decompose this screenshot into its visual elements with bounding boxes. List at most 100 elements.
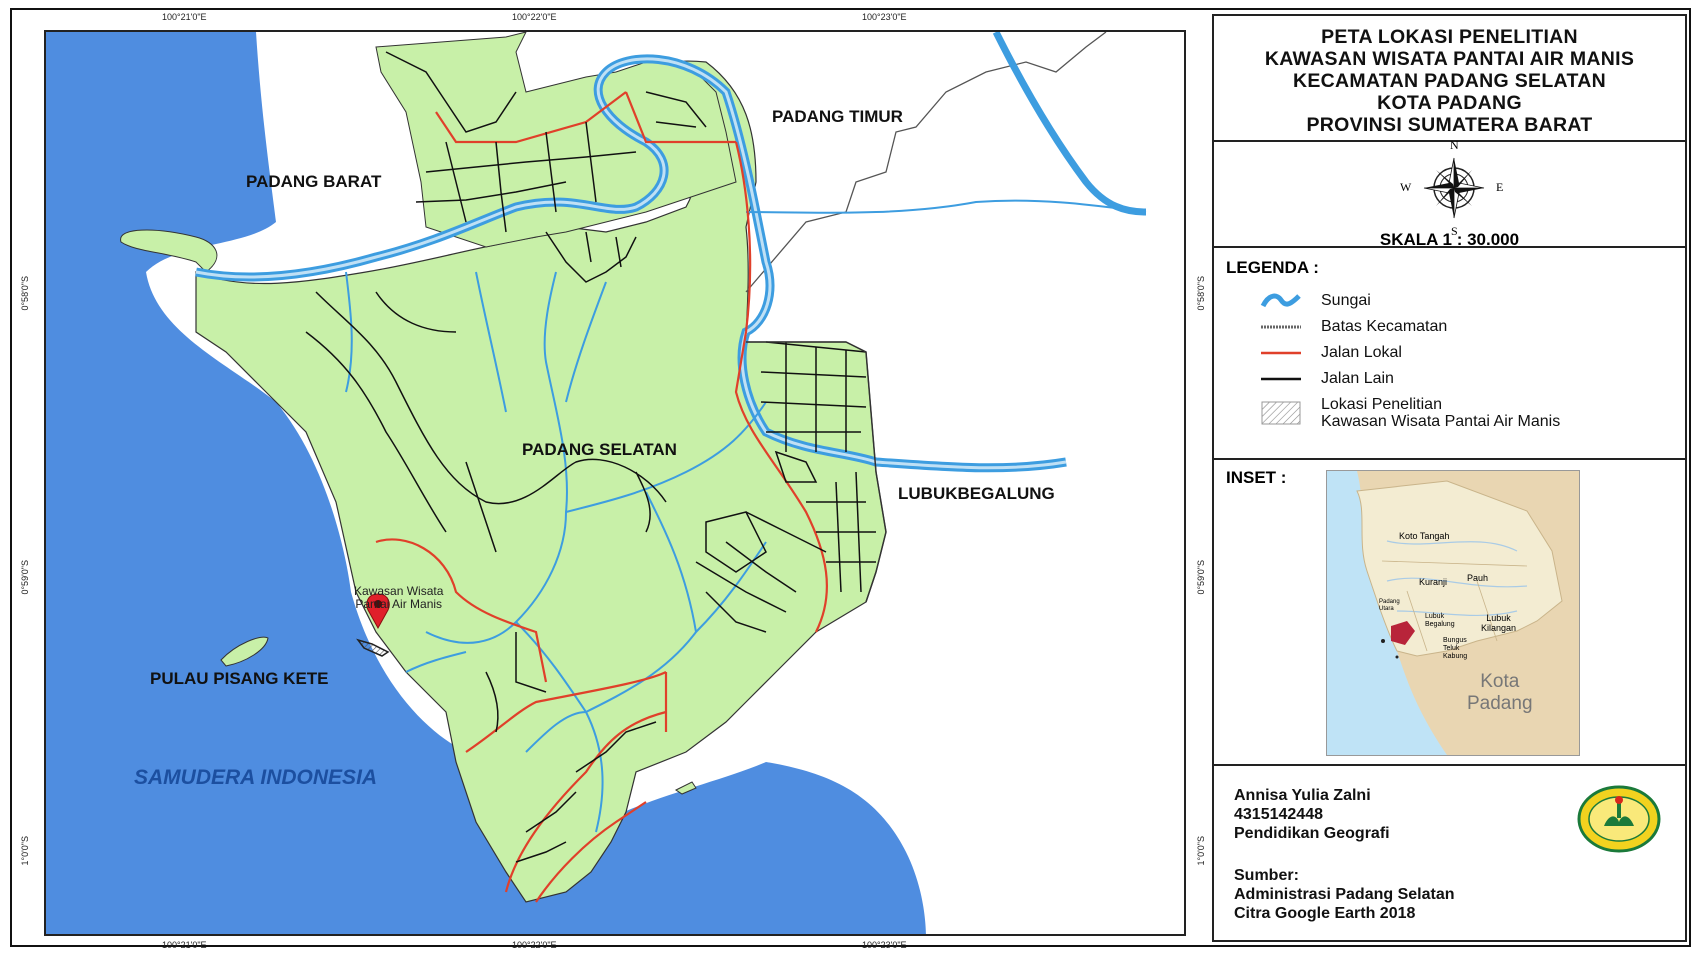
label-kawasan-wisata: Kawasan Wisata Pantai Air Manis <box>354 585 443 611</box>
inset-label-bungus-2: Teluk <box>1443 645 1460 652</box>
map-info-panel: PETA LOKASI PENELITIAN KAWASAN WISATA PA… <box>1212 14 1687 942</box>
source-info: Sumber: Administrasi Padang Selatan Citr… <box>1234 866 1455 923</box>
legend-label-jalan-lain: Jalan Lain <box>1321 370 1394 387</box>
inset-block: INSET : Koto Tangah <box>1214 460 1685 766</box>
location-marker <box>366 593 390 630</box>
label-kawasan-line1: Kawasan Wisata <box>354 584 444 598</box>
sea-west <box>46 32 926 934</box>
legend-block: LEGENDA : Sungai Batas Kecamatan Jalan L… <box>1214 248 1685 460</box>
legend-row-jalan-lokal: Jalan Lokal <box>1259 342 1659 366</box>
title-line-5: PROVINSI SUMATERA BARAT <box>1306 114 1593 136</box>
coord-top-3: 100°23'0"E <box>862 12 907 22</box>
inset-label-lubuk-begalung-2: Begalung <box>1425 621 1455 628</box>
author-id: 4315142448 <box>1234 806 1323 823</box>
legend-row-batas: Batas Kecamatan <box>1259 316 1659 340</box>
inset-label-kota-2: Padang <box>1467 693 1533 714</box>
source-line-1: Administrasi Padang Selatan <box>1234 886 1455 903</box>
map-title-block: PETA LOKASI PENELITIAN KAWASAN WISATA PA… <box>1214 16 1685 142</box>
legend-label-lokasi: Lokasi Penelitian Kawasan Wisata Pantai … <box>1321 396 1560 430</box>
author-name: Annisa Yulia Zalni <box>1234 787 1371 804</box>
coord-bottom-3: 100°23'0"E <box>862 940 907 950</box>
legend-label-lokasi-line2: Kawasan Wisata Pantai Air Manis <box>1321 413 1561 430</box>
inset-label-bungus: Bungus Teluk Kabung <box>1443 637 1467 661</box>
inset-label-pauh: Pauh <box>1467 573 1489 583</box>
coord-top-1: 100°21'0"E <box>162 12 207 22</box>
title-line-4: KOTA PADANG <box>1377 92 1522 114</box>
label-samudera-indonesia: SAMUDERA INDONESIA <box>134 766 378 789</box>
coord-bottom-2: 100°22'0"E <box>512 940 557 950</box>
inset-label-kota-padang: Kota Padang <box>1467 671 1533 715</box>
compass-w: W <box>1400 180 1412 194</box>
inset-label-koto-tangah: Koto Tangah <box>1399 531 1450 541</box>
source-line-2: Citra Google Earth 2018 <box>1234 905 1416 922</box>
legend-label-batas: Batas Kecamatan <box>1321 318 1448 335</box>
label-lubukbegalung: LUBUKBEGALUNG <box>898 484 1055 503</box>
inset-label-kuranji: Kuranji <box>1419 577 1448 587</box>
coord-top-2: 100°22'0"E <box>512 12 557 22</box>
legend-label-jalan-lokal: Jalan Lokal <box>1321 344 1402 361</box>
black-line-icon <box>1261 377 1301 381</box>
inset-label-bungus-1: Bungus <box>1443 637 1467 644</box>
inset-label-kota-1: Kota <box>1480 671 1520 692</box>
legend-title: LEGENDA : <box>1226 258 1319 277</box>
coord-left-3: 1°0'0"S <box>20 836 30 866</box>
red-line-icon <box>1261 351 1301 355</box>
islet <box>675 781 697 795</box>
inset-label-lubuk-kilangan-1: Lubuk <box>1486 613 1511 623</box>
coord-left-2: 0°59'0"S <box>20 560 30 595</box>
inset-study-area <box>1391 621 1415 645</box>
inset-label-padang-utara: Padang Utara <box>1379 599 1400 613</box>
hatched-box-icon <box>1261 401 1301 425</box>
main-map[interactable]: PADANG BARAT PADANG TIMUR PADANG SELATAN… <box>44 30 1186 936</box>
study-location-area <box>356 638 390 657</box>
title-line-2: KAWASAN WISATA PANTAI AIR MANIS <box>1264 48 1635 70</box>
compass-s: S <box>1451 224 1458 238</box>
label-padang-barat: PADANG BARAT <box>246 172 382 191</box>
divider-1 <box>1214 246 1685 248</box>
coord-right-2: 0°59'0"S <box>1196 560 1206 595</box>
coord-right-1: 0°58'0"S <box>1196 276 1206 311</box>
coord-bottom-1: 100°21'0"E <box>162 940 207 950</box>
map-canvas <box>46 32 1147 934</box>
inset-title: INSET : <box>1226 468 1287 487</box>
district-boundary <box>746 341 887 603</box>
compass-scale-block: N S W E SKALA 1 : 30.000 <box>1214 138 1685 262</box>
compass-rose-icon <box>1423 157 1485 219</box>
boundary-line-icon <box>1261 325 1301 329</box>
title-line-3: KECAMATAN PADANG SELATAN <box>1292 70 1607 92</box>
compass-n: N <box>1450 138 1459 152</box>
inset-label-lubuk-kilangan-2: Kilangan <box>1481 623 1517 633</box>
inset-map-canvas <box>1327 471 1579 755</box>
compass-e: E <box>1496 180 1504 194</box>
river-symbol-icon <box>1260 293 1301 308</box>
land-padang-barat-south <box>120 229 218 273</box>
source-title: Sumber: <box>1234 867 1299 884</box>
label-kawasan-line2: Pantai Air Manis <box>355 597 443 611</box>
author-department: Pendidikan Geografi <box>1234 825 1390 842</box>
legend-label-lokasi-line1: Lokasi Penelitian <box>1321 396 1442 413</box>
author-source-block: Annisa Yulia Zalni 4315142448 Pendidikan… <box>1214 766 1685 942</box>
author-info: Annisa Yulia Zalni 4315142448 Pendidikan… <box>1234 786 1390 843</box>
legend-row-jalan-lain: Jalan Lain <box>1259 368 1659 392</box>
label-padang-timur: PADANG TIMUR <box>772 107 903 126</box>
land-north-urban <box>375 32 737 248</box>
university-logo-icon <box>1577 785 1661 853</box>
map-scale: SKALA 1 : 30.000 <box>1379 230 1520 249</box>
legend-label-sungai: Sungai <box>1321 292 1371 309</box>
inset-label-padang-utara-1: Padang <box>1379 599 1400 605</box>
coord-right-3: 1°0'0"S <box>1196 836 1206 866</box>
coord-left-1: 0°58'0"S <box>20 276 30 311</box>
inset-label-lubuk-begalung-1: Lubuk <box>1425 613 1445 620</box>
legend-row-sungai: Sungai <box>1259 290 1659 314</box>
inset-label-lubuk-kilangan: Lubuk Kilangan <box>1481 613 1516 633</box>
inset-label-padang-utara-2: Utara <box>1379 606 1394 612</box>
inset-label-lubuk-begalung: Lubuk Begalung <box>1425 613 1455 629</box>
inset-label-bungus-3: Kabung <box>1443 653 1468 660</box>
island-pisang-kete <box>220 636 269 667</box>
label-padang-selatan: PADANG SELATAN <box>522 440 677 459</box>
title-line-1: PETA LOKASI PENELITIAN <box>1321 26 1578 48</box>
map-frame <box>10 8 1691 947</box>
legend-row-lokasi: Lokasi Penelitian Kawasan Wisata Pantai … <box>1259 394 1659 438</box>
label-pulau-pisang-kete: PULAU PISANG KETE <box>150 669 329 688</box>
inset-map: Koto Tangah Kuranji Pauh Lubuk Kilangan … <box>1326 470 1580 756</box>
